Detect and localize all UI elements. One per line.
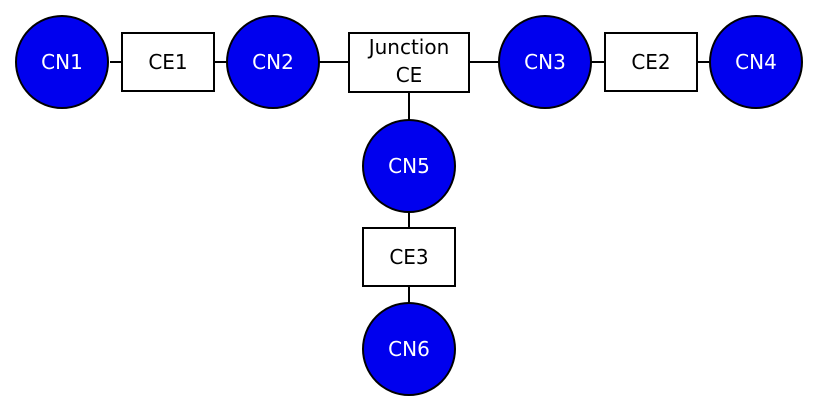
- cn2-node: CN2: [226, 15, 320, 109]
- ce3-label: CE3: [389, 245, 428, 269]
- cn1-circle: [15, 15, 109, 109]
- ce2-label: CE2: [631, 50, 670, 74]
- junction-ce-label-line2: CE: [396, 63, 423, 87]
- cn6-label: CN6: [388, 337, 430, 361]
- ce3-box: CE3: [362, 227, 456, 287]
- junction-ce-label-line1: Junction: [367, 35, 450, 59]
- cn4-label: CN4: [735, 50, 777, 74]
- cn2-circle: [226, 15, 320, 109]
- junction-ce-rect: [348, 32, 470, 93]
- ce2-box: CE2: [604, 32, 698, 92]
- junction-ce-box: Junction CE: [348, 32, 470, 93]
- ce1-label: CE1: [148, 50, 187, 74]
- ce3-rect: [362, 227, 456, 287]
- cn2-label: CN2: [252, 50, 294, 74]
- edges: [110, 61, 710, 303]
- cn3-node: CN3: [498, 15, 592, 109]
- cn4-node: CN4: [709, 15, 803, 109]
- cn3-label: CN3: [524, 50, 566, 74]
- ce2-rect: [604, 32, 698, 92]
- ce1-box: CE1: [121, 32, 215, 92]
- cn3-circle: [498, 15, 592, 109]
- cn1-label: CN1: [41, 50, 83, 74]
- cn5-node: CN5: [362, 119, 456, 213]
- cn1-node: CN1: [15, 15, 109, 109]
- cn5-circle: [362, 119, 456, 213]
- cn6-node: CN6: [362, 302, 456, 396]
- cn4-circle: [709, 15, 803, 109]
- cn6-circle: [362, 302, 456, 396]
- cn5-label: CN5: [388, 154, 430, 178]
- ce1-rect: [121, 32, 215, 92]
